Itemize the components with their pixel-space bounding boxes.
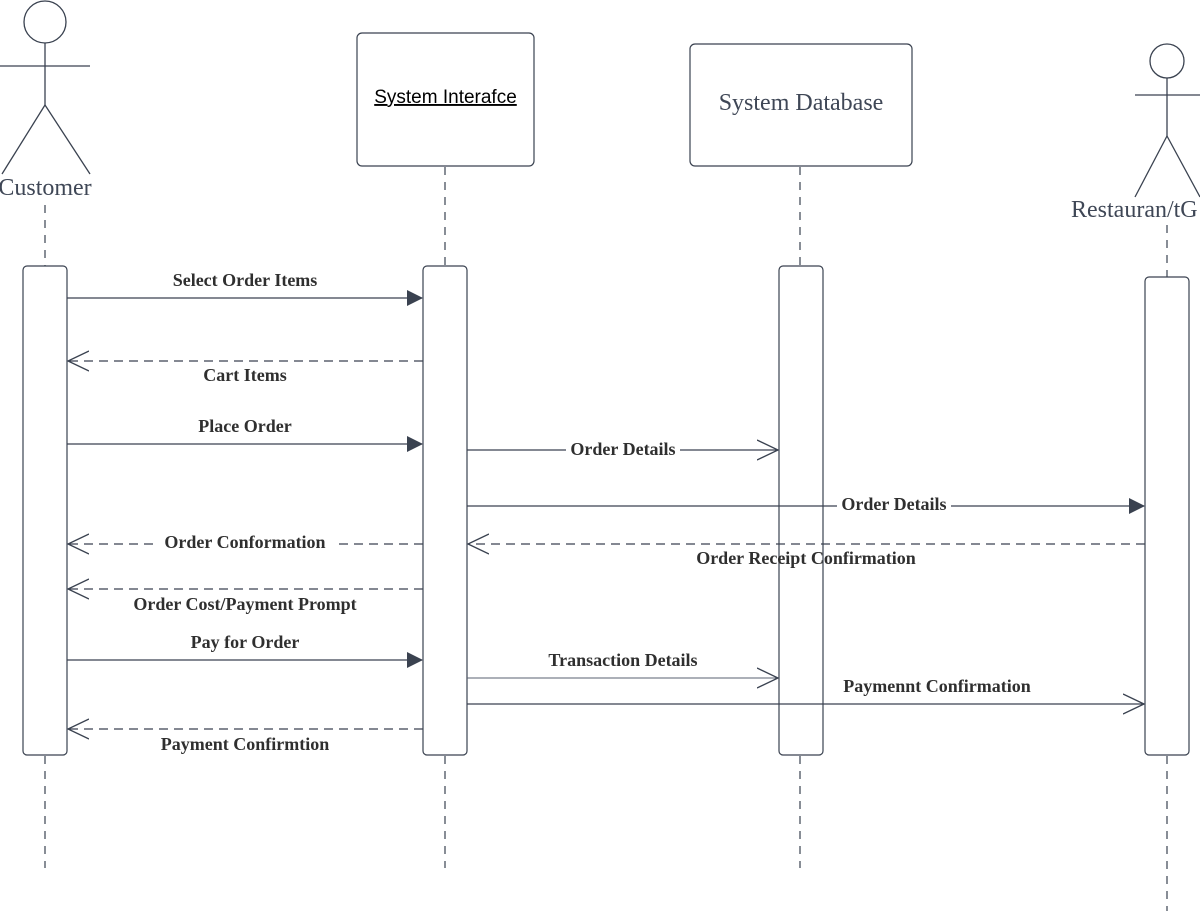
- message-label: Place Order: [198, 416, 291, 436]
- restaurant-activation-bar: [1144, 276, 1190, 756]
- message-label: Order Receipt Confirmation: [696, 548, 916, 568]
- label-background: [566, 440, 680, 458]
- message-label: Transaction Details: [548, 650, 697, 670]
- message-label: Payment Confirmtion: [161, 734, 329, 754]
- message-label: Order Details: [570, 439, 675, 459]
- interface-label: System Interafce: [374, 87, 517, 108]
- message-label: Order Cost/Payment Prompt: [133, 594, 356, 614]
- database-label: System Database: [719, 90, 884, 116]
- message-label: Cart Items: [203, 365, 286, 385]
- restaurant-actor-icon: [1134, 43, 1200, 198]
- message-label: Order Details: [841, 494, 946, 514]
- database-activation-bar: [778, 265, 824, 756]
- interface-box: [356, 32, 535, 167]
- label-background: [157, 534, 333, 552]
- customer-activation-bar: [22, 265, 68, 756]
- label-background: [837, 496, 951, 514]
- message-label: Pay for Order: [191, 632, 300, 652]
- message-label: Select Order Items: [173, 270, 318, 290]
- interface-activation-bar: [422, 265, 468, 756]
- message-label: Paymennt Confirmation: [843, 676, 1031, 696]
- message-label: Order Conformation: [164, 532, 325, 552]
- customer-label: Customer: [0, 175, 92, 201]
- database-box: [689, 43, 913, 167]
- restaurant-label: Restauran/tG: [1071, 197, 1198, 223]
- customer-actor-icon: [0, 0, 91, 175]
